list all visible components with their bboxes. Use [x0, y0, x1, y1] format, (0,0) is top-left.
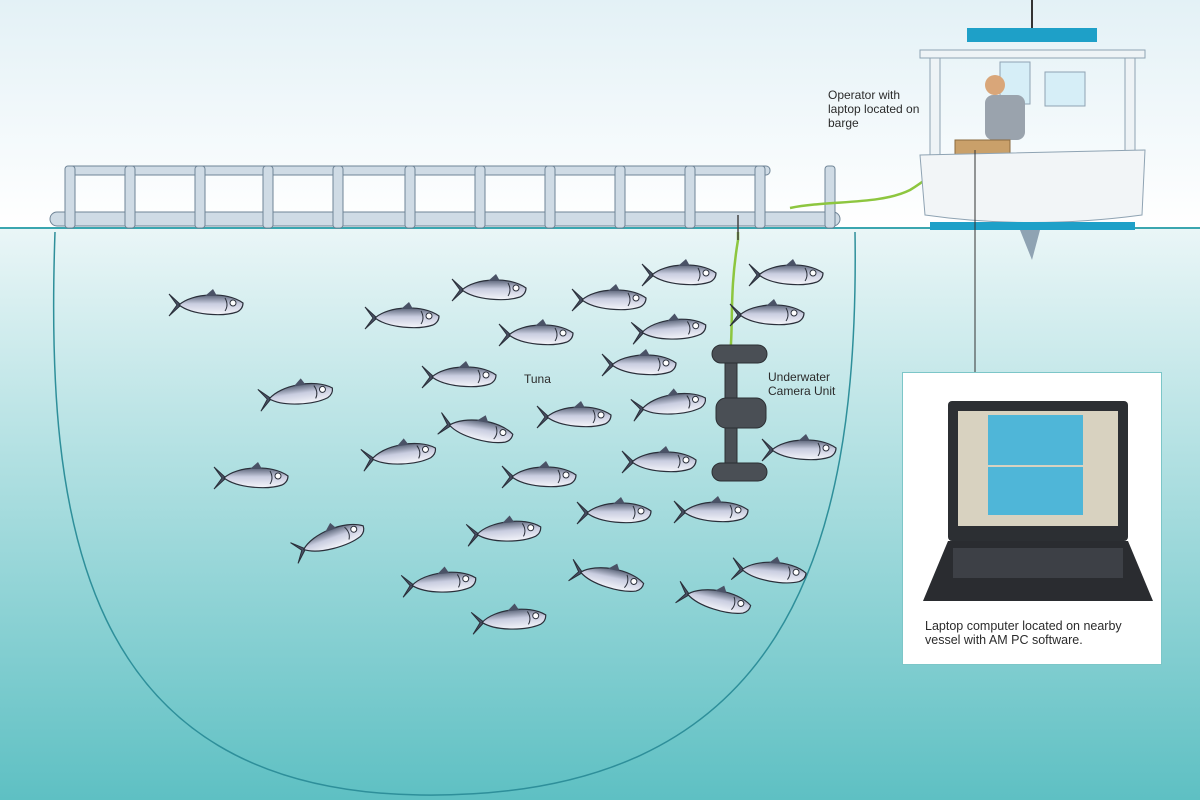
cage-post — [474, 165, 486, 229]
cage-post — [544, 165, 556, 229]
laptop-panel: Laptop computer located on nearby vessel… — [902, 372, 1162, 665]
cage-post — [824, 165, 836, 229]
cage-post — [404, 165, 416, 229]
underwater-camera-unit — [711, 344, 768, 482]
net-cage — [52, 231, 856, 796]
camera-feed-2 — [988, 467, 1083, 515]
tuna-fish — [290, 522, 365, 564]
operator-figure — [985, 75, 1005, 95]
tuna-fish — [761, 434, 837, 462]
tuna-fish — [498, 319, 574, 347]
tuna-fish — [421, 361, 497, 389]
tuna-fish — [168, 289, 244, 317]
tuna-fish — [364, 302, 440, 330]
tuna-fish — [576, 497, 652, 525]
tuna-fish — [621, 446, 697, 474]
tuna-fish — [437, 412, 514, 444]
cage-post — [64, 165, 76, 229]
cage-post — [754, 165, 766, 229]
floating-cage-frame — [49, 165, 841, 229]
tuna-fish — [400, 566, 477, 598]
tuna-fish — [730, 556, 807, 584]
tuna-fish — [748, 259, 824, 287]
cage-post — [614, 165, 626, 229]
tuna-fish — [465, 515, 542, 547]
tuna-fish — [601, 349, 677, 377]
camera-label: Underwater Camera Unit — [768, 370, 836, 398]
tuna-fish — [451, 274, 527, 302]
cage-post — [262, 165, 274, 229]
tuna-fish — [641, 259, 717, 287]
cage-post — [124, 165, 136, 229]
cage-post — [684, 165, 696, 229]
tuna-fish — [571, 284, 647, 312]
tuna-fish — [673, 496, 749, 524]
tuna-fish — [360, 438, 437, 472]
camera-feed-1 — [988, 415, 1083, 465]
tuna-fish — [536, 401, 612, 429]
tuna-fish — [630, 313, 707, 345]
tuna-fish — [213, 462, 289, 490]
tuna-label: Tuna — [524, 372, 551, 386]
tuna-fish — [470, 603, 547, 635]
tuna-fish — [630, 388, 707, 422]
tuna-fish — [675, 581, 752, 614]
laptop-illustration — [923, 401, 1153, 601]
operator-label: Operator with laptop located on barge — [828, 88, 920, 130]
barge — [919, 0, 1146, 260]
cage-post — [194, 165, 206, 229]
tuna-fish — [257, 378, 334, 412]
cage-post — [332, 165, 344, 229]
tuna-fish — [501, 461, 577, 489]
laptop-caption: Laptop computer located on nearby vessel… — [925, 619, 1122, 647]
tuna-fish — [568, 559, 645, 592]
tuna-fish — [729, 299, 805, 327]
tuna-school — [168, 259, 837, 635]
